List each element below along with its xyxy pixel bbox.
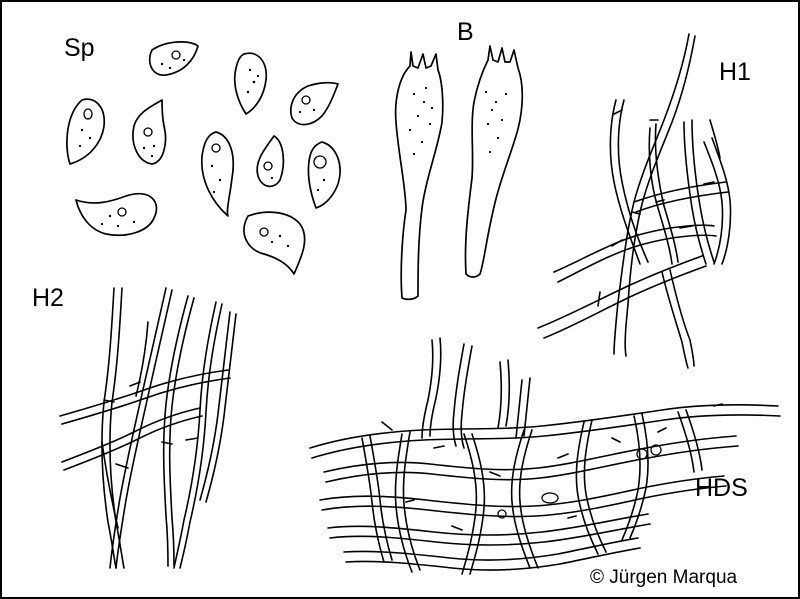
spore: [132, 99, 167, 165]
copyright-credit: © Jürgen Marqua: [590, 567, 738, 588]
hyphae-h2: [59, 287, 237, 569]
spore: [148, 41, 199, 76]
spore: [289, 81, 339, 126]
spore: [256, 135, 285, 188]
hyphae-hds: [309, 337, 781, 575]
spores-label: Sp: [64, 34, 95, 62]
spore: [66, 98, 105, 165]
spore: [75, 192, 158, 237]
basidia-label: B: [457, 18, 474, 46]
hyphae-h1: [537, 33, 732, 369]
spore: [307, 141, 341, 209]
hyphae-2-label: H2: [32, 284, 64, 312]
basidium: [464, 45, 524, 278]
spore-group: [66, 41, 341, 275]
spore: [243, 211, 306, 275]
spore: [200, 131, 235, 217]
basidium: [394, 51, 444, 301]
hyphae-1-label: H1: [719, 58, 751, 86]
spore: [233, 52, 268, 115]
cuticle-label: HDS: [695, 474, 748, 502]
